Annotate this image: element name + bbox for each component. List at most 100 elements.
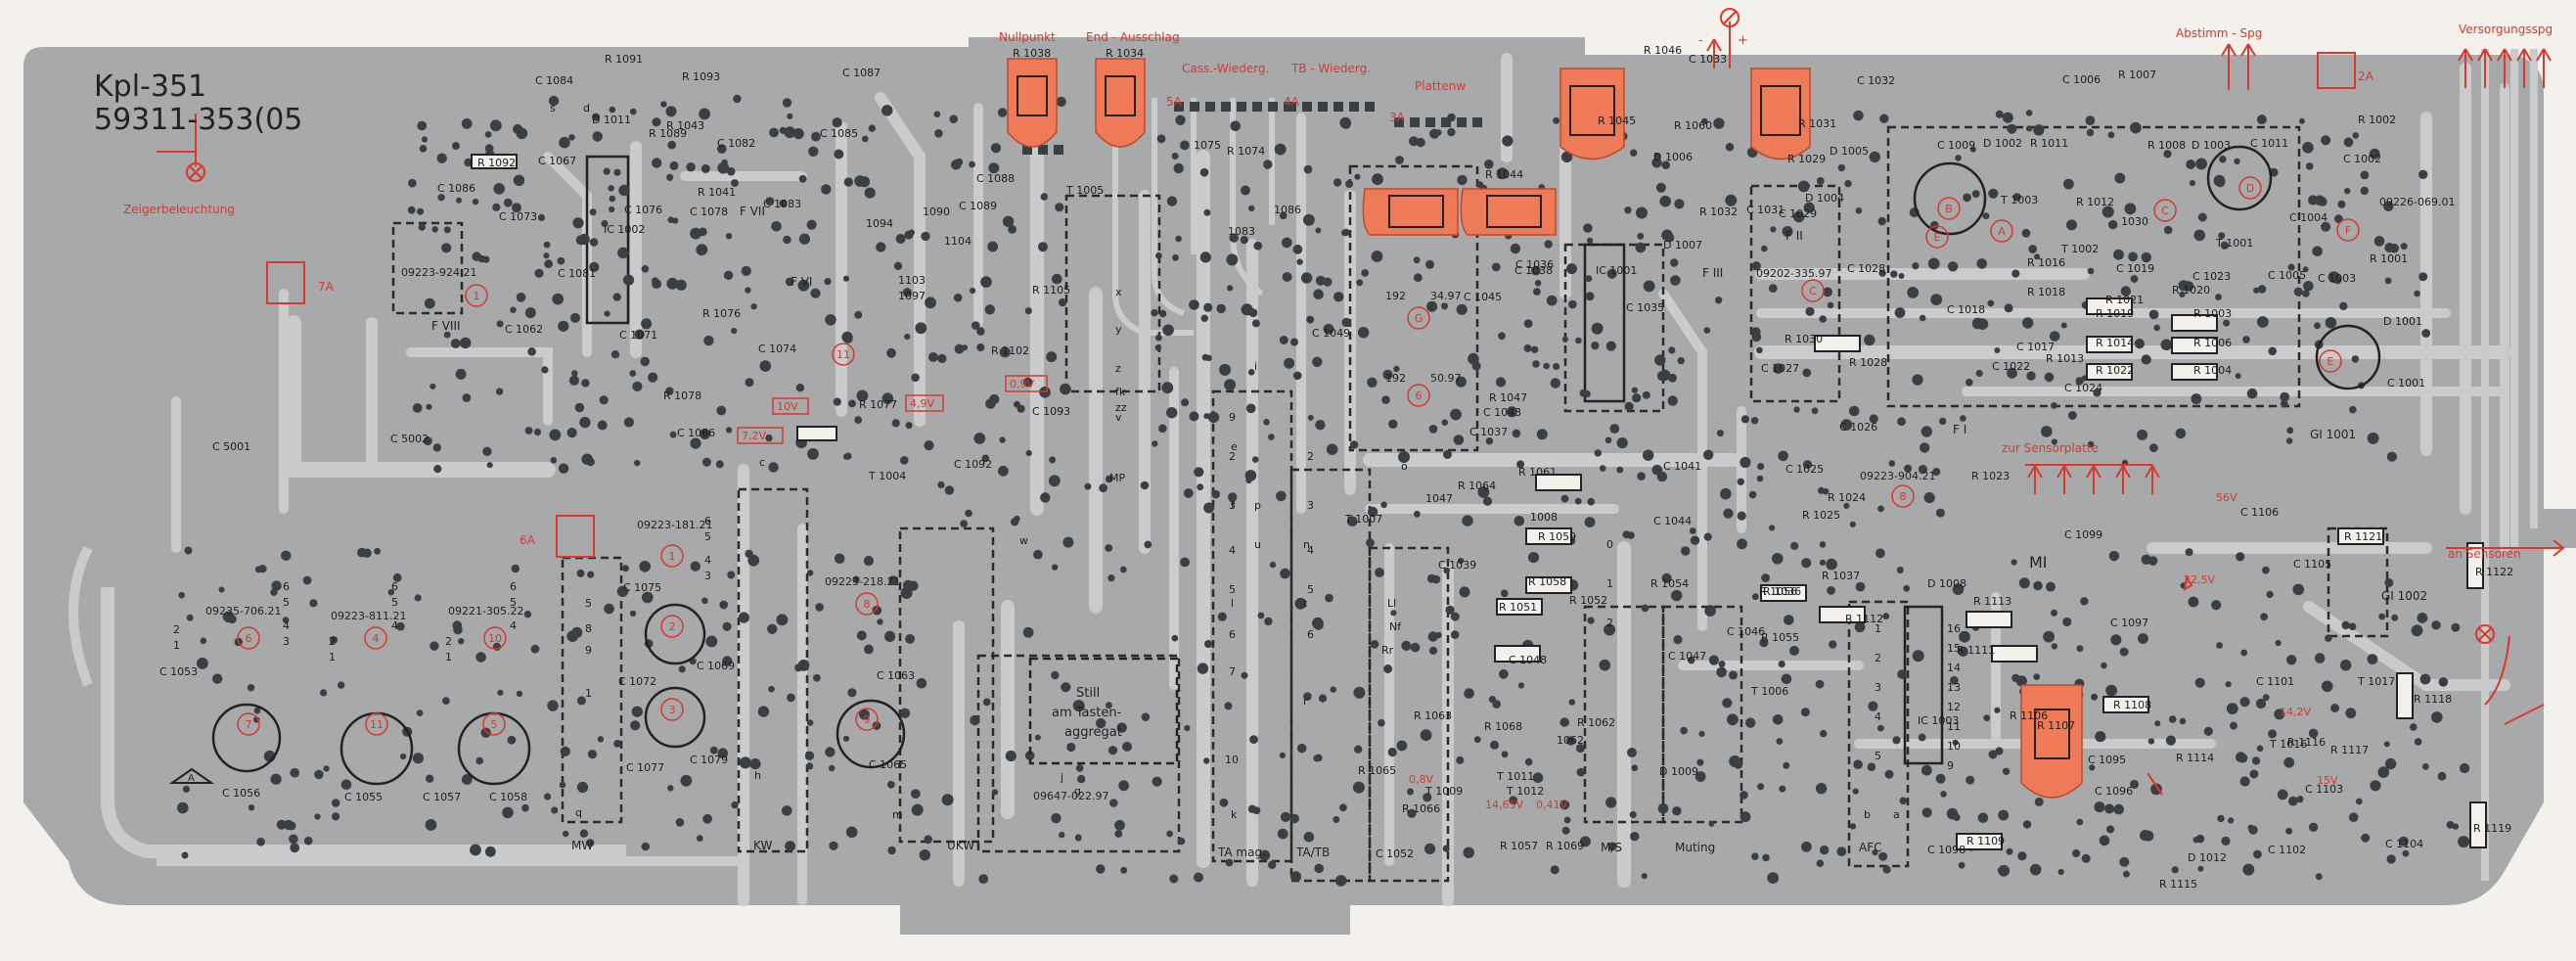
label-gi1001: GI 1001 bbox=[2310, 428, 2356, 441]
solder-pad bbox=[443, 226, 451, 234]
solder-pad bbox=[726, 166, 736, 176]
solder-pad bbox=[1427, 631, 1439, 642]
solder-pad bbox=[700, 163, 710, 173]
solder-pad bbox=[806, 570, 814, 576]
solder-pad bbox=[686, 162, 696, 172]
solder-pad bbox=[2302, 266, 2309, 273]
solder-pad bbox=[2251, 756, 2261, 765]
solder-pad bbox=[2383, 201, 2394, 211]
designator-c1005: C 1005 bbox=[2268, 269, 2306, 282]
designator-r1093: R 1093 bbox=[682, 70, 720, 83]
solder-pad bbox=[982, 698, 991, 707]
designator-r1102: R 1102 bbox=[991, 344, 1029, 357]
label-fiii: F III bbox=[1702, 266, 1723, 280]
solder-pad bbox=[2431, 711, 2443, 723]
pin-number-label: 3 bbox=[283, 635, 290, 648]
solder-pad bbox=[1313, 755, 1321, 762]
designator-d1009: D 1009 bbox=[1659, 765, 1698, 778]
voltage-10v: 10V bbox=[777, 400, 798, 413]
solder-pad bbox=[1366, 538, 1375, 547]
solder-pad bbox=[1801, 558, 1812, 569]
solder-pad bbox=[915, 322, 927, 335]
designator-c1093: C 1093 bbox=[1032, 405, 1070, 418]
solder-pad bbox=[2296, 796, 2304, 803]
pin-number-label: 4 bbox=[1229, 544, 1236, 557]
solder-pad bbox=[617, 247, 629, 259]
solder-pad bbox=[1024, 307, 1032, 315]
solder-pad bbox=[1855, 581, 1866, 592]
solder-pad bbox=[462, 393, 472, 402]
designator-c1078: C 1078 bbox=[690, 206, 728, 218]
designator-r1105: R 1105 bbox=[1032, 284, 1070, 297]
solder-pad bbox=[2175, 428, 2187, 439]
solder-pad bbox=[2437, 771, 2447, 781]
circled-e2: E bbox=[1934, 231, 1941, 244]
block-names: MW KW UKW TA mag. TA/TB M/S Muting AFC F… bbox=[431, 205, 2427, 859]
label-abstimm-spg: Abstimm - Spg bbox=[2176, 26, 2262, 40]
solder-pad bbox=[1550, 378, 1561, 389]
connector-7a: 7A bbox=[318, 280, 335, 294]
designator-t1002: T 1002 bbox=[2060, 243, 2099, 255]
solder-pad bbox=[1211, 489, 1220, 499]
solder-pad bbox=[534, 268, 544, 278]
solder-pad bbox=[2373, 236, 2385, 247]
designator-c1102: C 1102 bbox=[2268, 844, 2306, 856]
designator-c1097: C 1097 bbox=[2110, 617, 2148, 629]
designator-l1030: 1030 bbox=[2121, 215, 2148, 228]
solder-pad bbox=[2018, 577, 2030, 589]
solder-pad bbox=[496, 320, 504, 328]
solder-pad bbox=[1354, 745, 1363, 754]
designator-c1032: C 1032 bbox=[1857, 74, 1895, 87]
solder-pad bbox=[603, 167, 610, 175]
solder-pad bbox=[1357, 327, 1370, 339]
solder-pad bbox=[1641, 604, 1650, 613]
solder-pad bbox=[1279, 752, 1286, 759]
solder-pad bbox=[1325, 593, 1333, 603]
solder-pad bbox=[1107, 746, 1118, 755]
solder-pad bbox=[1772, 714, 1784, 725]
solder-pad bbox=[833, 397, 841, 406]
solder-pad bbox=[2219, 156, 2227, 163]
solder-pad bbox=[1378, 718, 1385, 727]
solder-pad bbox=[1605, 341, 1616, 351]
solder-pad bbox=[502, 806, 514, 819]
solder-pad bbox=[1947, 261, 1959, 272]
solder-pad bbox=[937, 480, 945, 488]
pin-label-c: c bbox=[759, 456, 765, 469]
solder-pad bbox=[200, 637, 207, 645]
solder-pad bbox=[1661, 572, 1672, 583]
solder-pad bbox=[1241, 671, 1248, 679]
solder-pad bbox=[513, 174, 525, 186]
solder-pad bbox=[2286, 655, 2297, 665]
solder-pad bbox=[2186, 160, 2196, 169]
solder-pad bbox=[592, 131, 603, 142]
solder-pad bbox=[1668, 346, 1676, 354]
solder-pad bbox=[1456, 303, 1468, 315]
solder-pad bbox=[887, 846, 896, 855]
solder-pad bbox=[1453, 435, 1465, 445]
designator-r1043: R 1043 bbox=[666, 119, 704, 132]
solder-pad bbox=[2119, 856, 2130, 867]
module-09223-904: 09223-904.21 bbox=[1860, 470, 1935, 482]
solder-pad bbox=[1677, 356, 1685, 365]
solder-pad bbox=[1303, 692, 1312, 701]
resistor-boxes bbox=[471, 154, 2487, 850]
solder-pad bbox=[859, 709, 870, 720]
solder-pad bbox=[1248, 205, 1255, 212]
solder-pad bbox=[408, 178, 417, 188]
designator-l1075: 1075 bbox=[1194, 139, 1221, 152]
designator-r1089: R 1089 bbox=[649, 127, 687, 140]
circled-9: 9 bbox=[864, 713, 871, 726]
connector-pad bbox=[1054, 145, 1063, 155]
designator-r1060: R 1060 bbox=[1674, 119, 1712, 132]
solder-pad bbox=[1532, 772, 1544, 783]
solder-pad bbox=[2141, 554, 2151, 565]
solder-pad bbox=[854, 416, 863, 424]
solder-pad bbox=[965, 509, 972, 518]
solder-pad bbox=[2168, 715, 2177, 723]
solder-pad bbox=[524, 307, 536, 319]
designator-l1086: 1086 bbox=[1274, 204, 1301, 216]
solder-pad bbox=[779, 126, 787, 134]
solder-pad bbox=[1800, 708, 1810, 717]
solder-pad bbox=[1390, 610, 1397, 617]
